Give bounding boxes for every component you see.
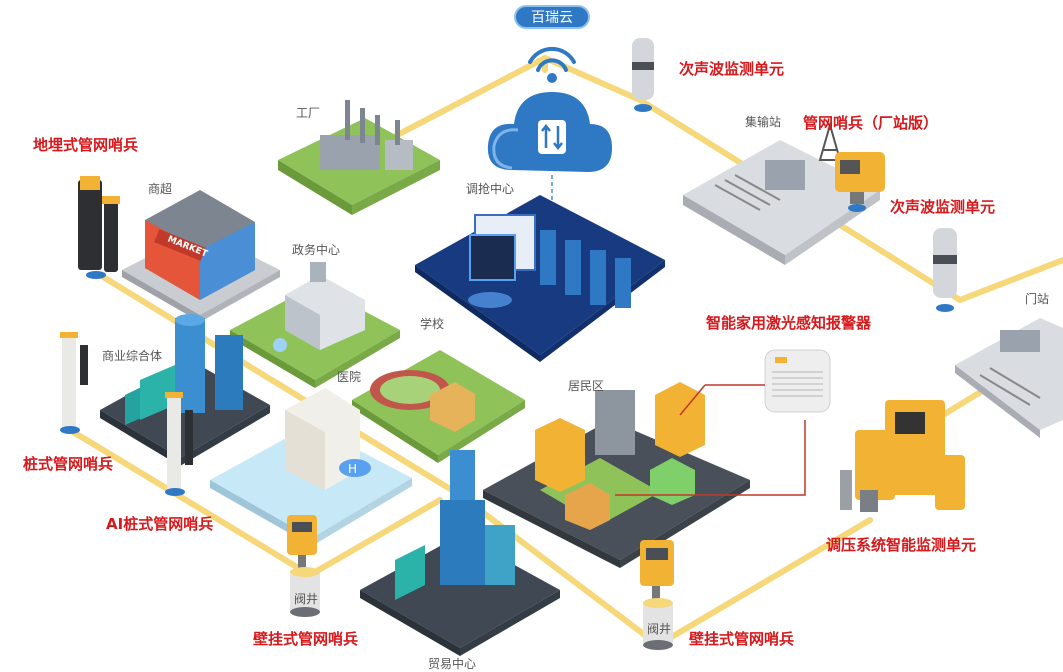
cloud-service-badge: 百瑞云: [514, 5, 590, 29]
valve-well-label-right: 阀井: [647, 622, 672, 636]
buried-sentry-device: [78, 176, 120, 279]
infrasonic-sensor-1: [632, 38, 654, 112]
government-center-block: [230, 262, 400, 388]
factory-block: [278, 100, 440, 215]
pile-sentry-device: [60, 332, 88, 434]
wall-sentry-label-2: 壁挂式管网哨兵: [689, 630, 795, 648]
home-laser-alarm-label: 智能家用激光感知报警器: [706, 314, 872, 332]
residential-label: 居民区: [568, 379, 605, 393]
valve-well-label-left: 阀井: [294, 592, 319, 606]
supermarket-label: 商超: [148, 182, 173, 196]
wifi-icon: [528, 46, 576, 83]
gate-station-block: [955, 318, 1063, 438]
commercial-complex-label: 商业综合体: [102, 349, 163, 363]
gathering-station-label: 集输站: [745, 115, 782, 129]
government-center-label: 政务中心: [292, 243, 341, 257]
pile-sentry-label: 桩式管网哨兵: [23, 455, 114, 473]
infrasonic-unit-label-1: 次声波监测单元: [679, 60, 785, 78]
laser-alarm-device: [764, 349, 831, 413]
cloud-icon: [487, 92, 612, 172]
buried-sentry-label: 地埋式管网哨兵: [33, 136, 139, 154]
gate-station-label: 门站: [1025, 292, 1050, 306]
helipad-h-icon: H: [348, 462, 357, 476]
supermarket-block: [122, 190, 280, 322]
ai-pile-sentry-label: AI桩式管网哨兵: [106, 515, 214, 533]
wall-sentry-label-1: 壁挂式管网哨兵: [253, 630, 359, 648]
dispatch-center-label: 调抢中心: [466, 182, 515, 196]
trade-center-block: [360, 450, 560, 656]
school-label: 学校: [420, 317, 445, 331]
trade-center-label: 贸易中心: [428, 657, 477, 671]
pipeline-trade: [307, 497, 443, 578]
alarm-leader-bottom: [615, 420, 806, 496]
infrasonic-sensor-2: [933, 228, 957, 312]
alarm-leader-diagonal: [679, 384, 706, 416]
pipeline-left-lower: [67, 427, 313, 578]
school-block: [352, 350, 525, 463]
ai-pile-sentry-device: [165, 392, 193, 496]
commercial-complex-block: [100, 314, 270, 466]
hospital-block: H: [210, 388, 412, 546]
wall-sentry-device-2: [640, 540, 674, 650]
wall-sentry-device-1: [287, 515, 320, 617]
hospital-label: 医院: [337, 370, 362, 384]
factory-label: 工厂: [296, 106, 321, 120]
infrasonic-unit-label-2: 次声波监测单元: [890, 198, 996, 216]
dispatch-center-block: [415, 195, 665, 362]
pipeline-right-lower: [655, 517, 873, 648]
pressure-monitor-label: 调压系统智能监测单元: [826, 536, 977, 554]
station-sentry-label: 管网哨兵（厂站版）: [803, 114, 939, 132]
station-sentry-device: [835, 152, 885, 212]
sync-arrows-icon: [538, 120, 566, 154]
pressure-monitor-device: [840, 400, 965, 512]
residential-block: [483, 382, 750, 568]
